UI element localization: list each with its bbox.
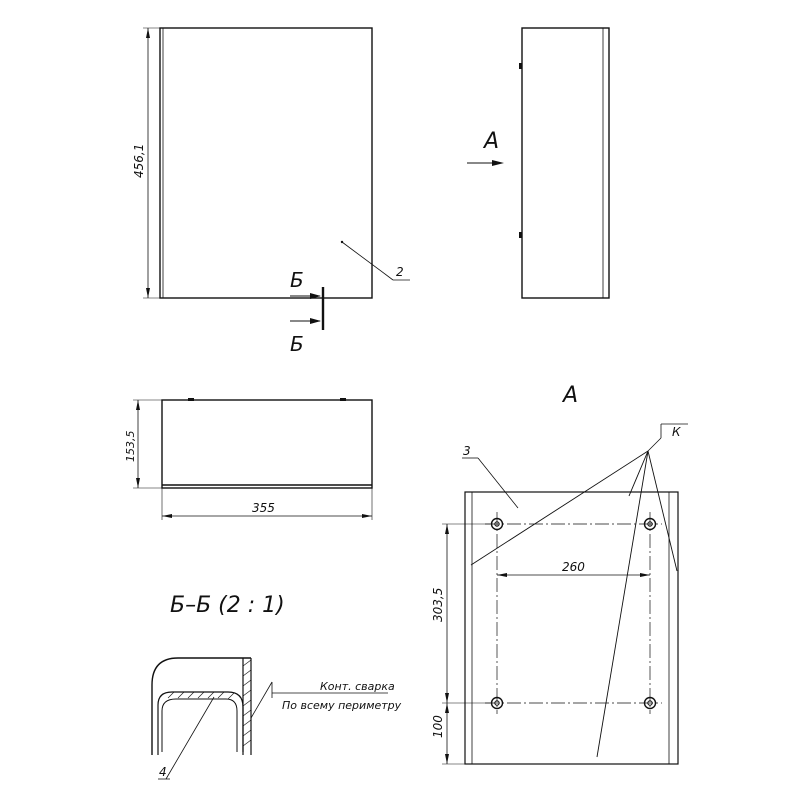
mounting-hole — [490, 696, 504, 710]
height-arrow-bottom — [146, 288, 150, 298]
bottom-dim-text: 100 — [431, 715, 445, 738]
part-2-callout: 2 — [396, 265, 404, 279]
weld-note-line2: По всему периметру — [282, 699, 402, 712]
top-view: 153,5 355 — [124, 398, 373, 520]
callout-k-stem — [647, 437, 662, 452]
depth-dim-text: 153,5 — [124, 431, 137, 463]
mounting-hole — [643, 517, 657, 531]
hole-spacing-arrow-left — [497, 573, 507, 577]
callout-k-leader-3 — [647, 450, 678, 572]
front-view-outline — [159, 27, 373, 299]
vertical-arrow — [445, 524, 449, 534]
hole-centre-lines — [485, 512, 662, 714]
width-arrow-left — [162, 514, 172, 518]
callout-k-leader-4 — [596, 450, 649, 758]
width-dim-text: 355 — [252, 501, 275, 515]
mounting-hole — [490, 517, 504, 531]
top-hinge-right — [340, 398, 346, 401]
part-3-callout: 3 — [463, 444, 471, 458]
callout-k-leader-1 — [470, 450, 649, 566]
depth-arrow-top — [136, 400, 140, 410]
weld-note-line1: Конт. сварка — [320, 680, 395, 693]
leader-part-3 — [477, 457, 519, 509]
section-inner-profile — [161, 698, 238, 752]
side-hinge-top — [519, 63, 522, 69]
view-a-title: А — [561, 383, 578, 408]
top-hinge-left — [188, 398, 194, 401]
hole-spacing-arrow-right — [640, 573, 650, 577]
section-arrow-top-head — [310, 293, 321, 299]
height-dim-text: 456,1 — [132, 144, 146, 178]
section-outer-profile — [151, 657, 251, 755]
section-panel-profile — [157, 691, 244, 755]
leader-part-2 — [341, 241, 394, 281]
weld-leader — [250, 681, 273, 719]
top-view-outline — [161, 399, 373, 489]
width-arrow-right — [362, 514, 372, 518]
side-view: А — [467, 27, 610, 299]
view-a: А 260 — [431, 383, 688, 765]
part-4-callout: 4 — [159, 765, 167, 779]
vertical-arrow — [445, 754, 449, 764]
callout-k-text: К — [672, 425, 681, 439]
hole-spacing-dim-text: 260 — [562, 560, 585, 574]
section-bb: Б–Б (2 : 1) Ко — [151, 593, 402, 780]
vertical-arrow — [445, 703, 449, 713]
side-view-outline — [521, 27, 610, 299]
leader-part-2-dot — [340, 240, 344, 244]
section-arrow-bottom-head — [310, 318, 321, 324]
side-hinge-bottom — [519, 232, 522, 238]
height-arrow-top — [146, 28, 150, 38]
view-a-arrow-label: А — [482, 129, 499, 154]
vertical-arrow — [445, 693, 449, 703]
section-mark-bottom: Б — [290, 332, 304, 356]
depth-arrow-bottom — [136, 478, 140, 488]
view-a-arrow-head — [492, 160, 504, 166]
vertical-dim-text: 303,5 — [431, 588, 445, 622]
callout-k-leader-2 — [628, 450, 649, 497]
front-view: 456,1 2 Б Б — [132, 27, 410, 356]
section-bb-title: Б–Б (2 : 1) — [170, 593, 285, 618]
mounting-hole — [643, 696, 657, 710]
view-a-panel-outline — [464, 491, 679, 765]
section-mark-top: Б — [290, 268, 304, 292]
leader-part-4 — [165, 696, 215, 780]
section-hatching — [167, 659, 252, 747]
